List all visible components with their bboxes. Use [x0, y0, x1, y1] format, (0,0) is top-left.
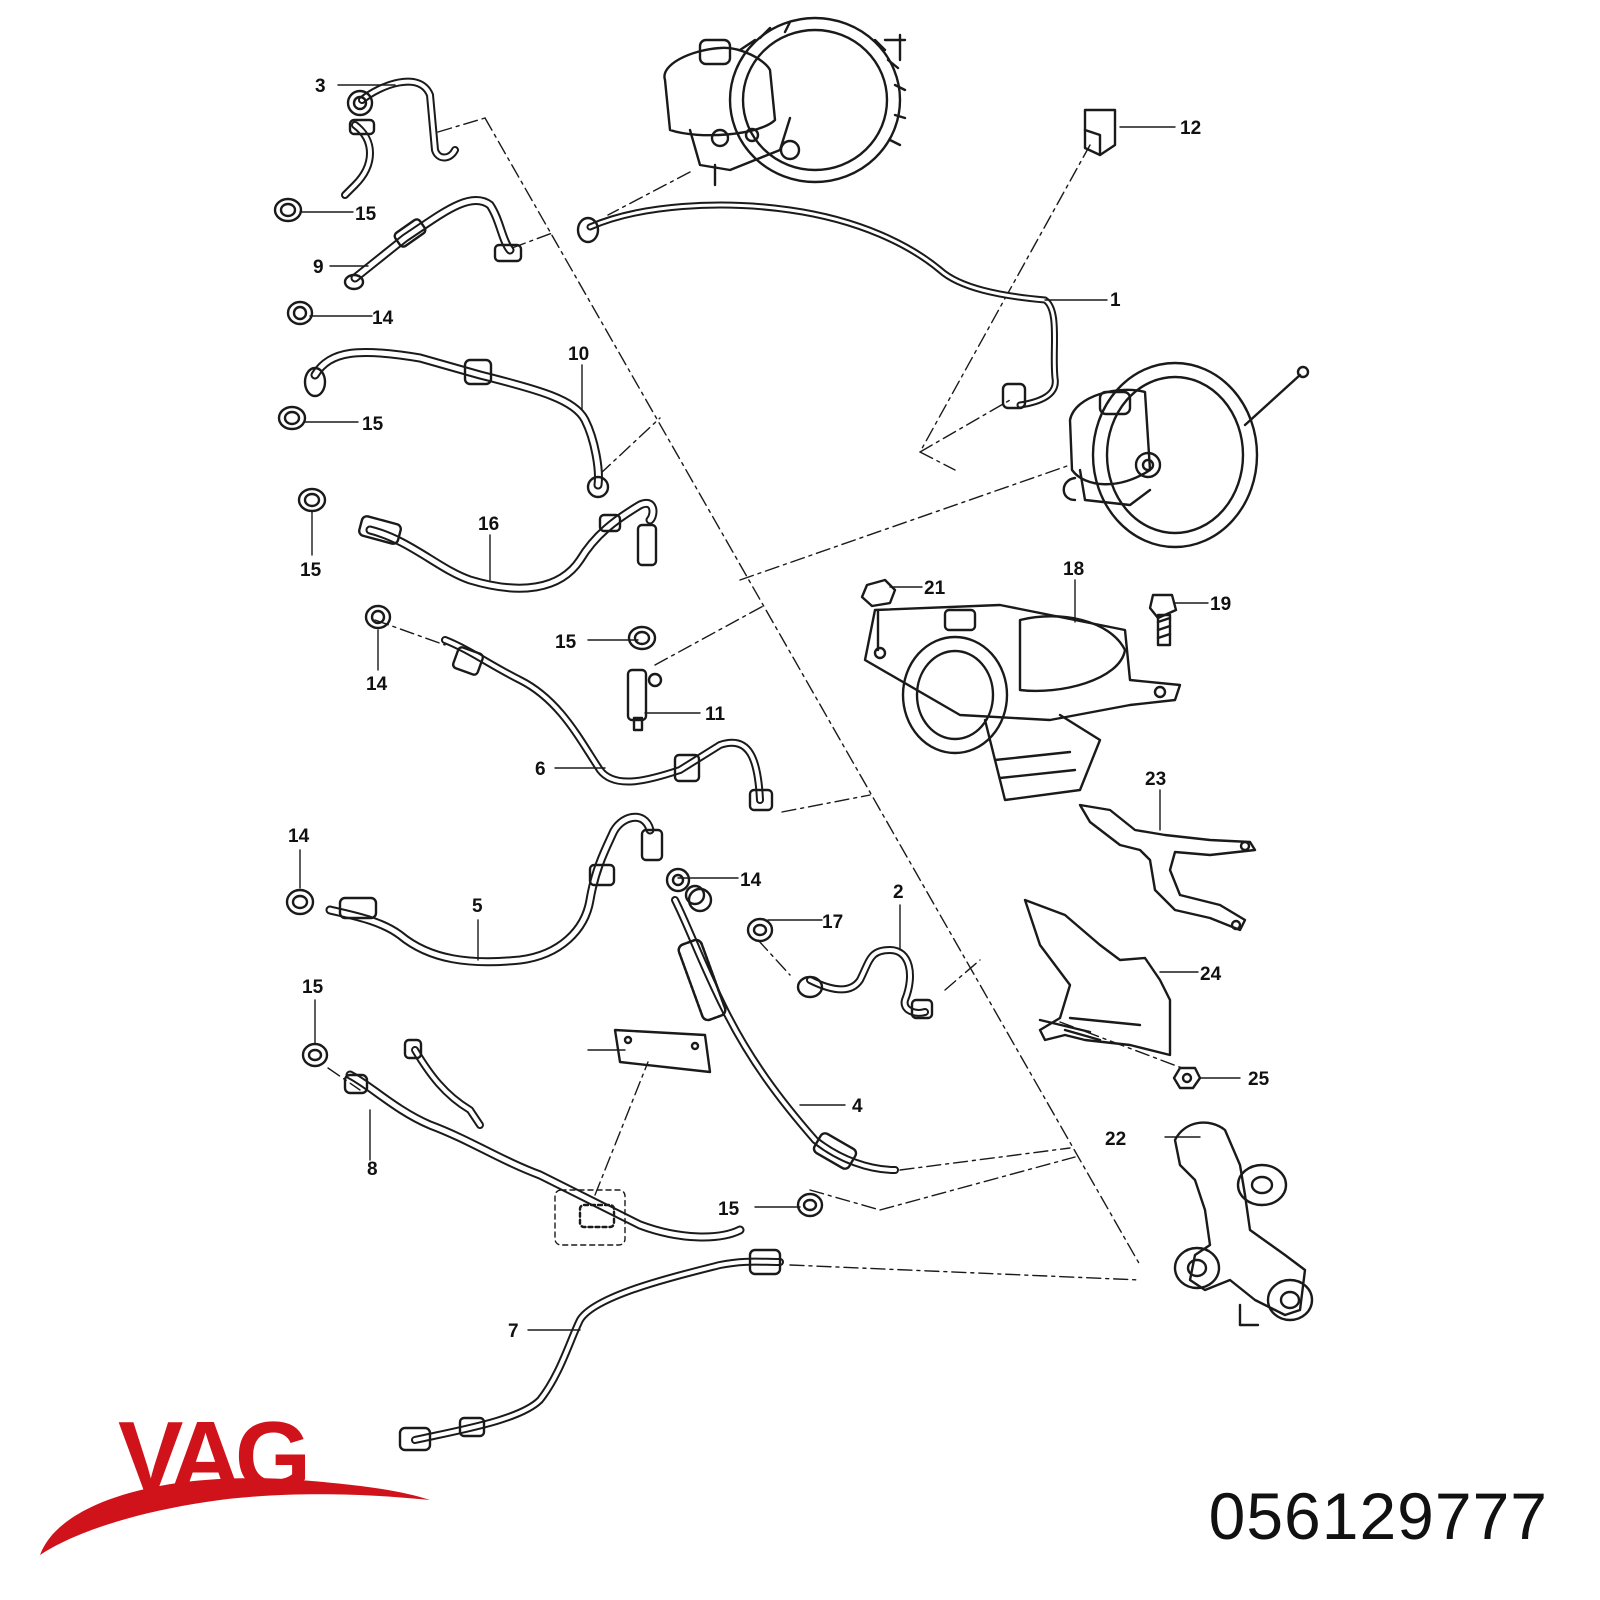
callout-labels: 3 15 9 14 10 15 1 12 16 15 15 14 11 6 14… [288, 76, 1270, 1342]
callout-9: 9 [313, 257, 324, 278]
callout-1: 1 [1110, 290, 1121, 311]
callout-3: 3 [315, 76, 326, 97]
hose-3 [341, 77, 459, 199]
bolt-19 [1148, 593, 1178, 647]
pump-18 [863, 603, 1182, 802]
hose-16 [358, 498, 658, 593]
plate-25 [613, 1028, 712, 1074]
callout-19: 19 [1210, 594, 1231, 615]
callout-22: 23 [1145, 769, 1166, 790]
part-number: 056129777 [1208, 1479, 1548, 1553]
clamp-icons [273, 197, 824, 1218]
hose-5 [325, 812, 664, 967]
callout-11: 11 [705, 704, 726, 725]
callout-15: 15 [555, 632, 577, 653]
nut-20 [860, 578, 897, 652]
callout-20: 21 [924, 578, 946, 599]
callout-14: 14 [372, 308, 394, 329]
hose-4 [671, 884, 899, 1174]
callout-15: 15 [302, 977, 324, 998]
hose-1 [576, 201, 1059, 410]
assembly-guide-lines [327, 117, 1183, 1281]
callout-17: 17 [822, 912, 843, 933]
callout-14: 14 [288, 826, 310, 847]
logo-swoosh [40, 1478, 430, 1555]
hose-6 [441, 636, 774, 812]
callout-7: 7 [508, 1321, 519, 1342]
brake-booster-top [663, 16, 907, 187]
brake-booster-lower [1062, 361, 1310, 549]
callout-12: 12 [1180, 118, 1201, 139]
callout-4: 4 [852, 1096, 863, 1117]
hose-2 [796, 946, 934, 1020]
callout-24: 25 [1248, 1069, 1270, 1090]
shield-23 [1023, 898, 1172, 1057]
callout-15: 15 [362, 414, 384, 435]
callout-6: 6 [535, 759, 546, 780]
hose-7 [398, 1248, 784, 1452]
callout-15: 15 [355, 204, 377, 225]
leader-lines [299, 84, 1241, 1331]
callout-8: 8 [367, 1159, 378, 1180]
clip-12 [1083, 108, 1117, 157]
callout-5: 5 [472, 896, 483, 917]
callout-15: 15 [300, 560, 322, 581]
vag-logo: VAG [40, 1401, 430, 1555]
callout-21: 22 [1105, 1129, 1126, 1150]
callout-18: 18 [1063, 559, 1084, 580]
callout-16: 16 [478, 514, 499, 535]
connector-11 [626, 668, 663, 732]
bracket-22 [1078, 803, 1257, 932]
callout-10: 10 [568, 344, 589, 365]
callout-15: 15 [718, 1199, 740, 1220]
hose-8 [343, 1038, 745, 1246]
bracket-21 [1173, 1121, 1314, 1327]
callout-14: 14 [740, 870, 762, 891]
hose-10 [303, 347, 610, 499]
callout-23: 24 [1200, 964, 1222, 985]
logo-text: VAG [118, 1401, 306, 1511]
callout-14: 14 [366, 674, 388, 695]
hose-9 [343, 196, 523, 291]
nut-24 [1172, 1066, 1202, 1090]
callout-2: 2 [893, 882, 904, 903]
